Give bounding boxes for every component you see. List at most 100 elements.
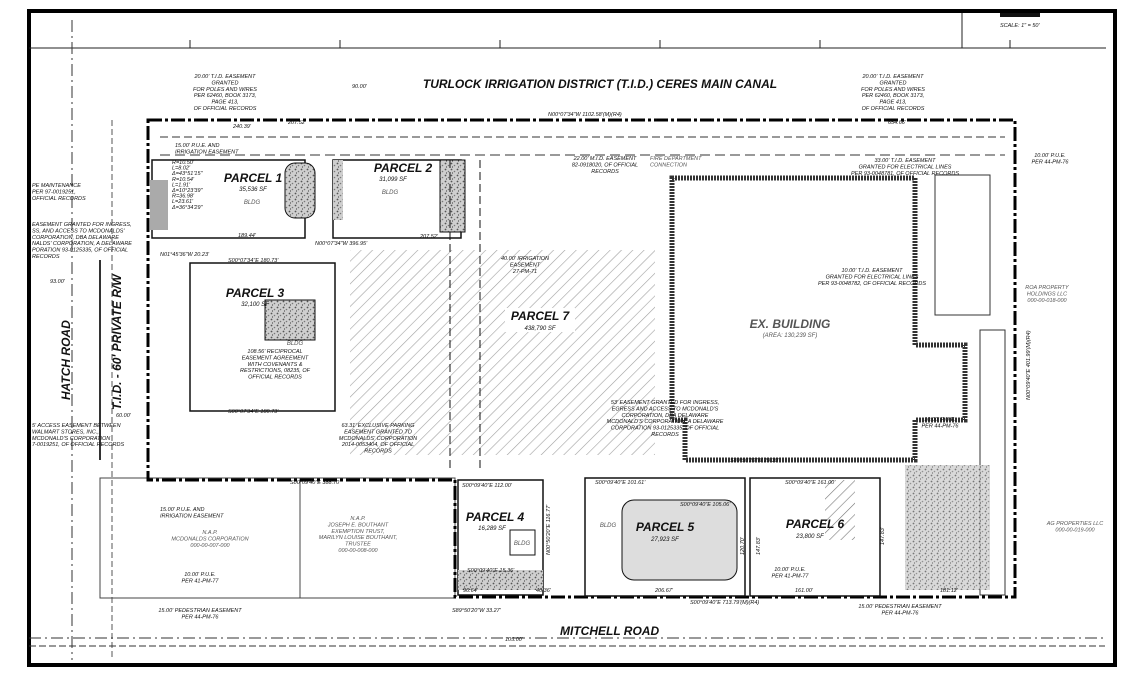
note-line: MCDONALDS' CORPORATION (339, 436, 417, 442)
note-line: RECORDS (651, 432, 679, 438)
note-line: EASEMENT AGREEMENT (242, 355, 309, 361)
note-line: MCDONALD'S CORPORATION, A DELAWARE (607, 419, 724, 425)
hatch-road-label: HATCH ROAD (59, 320, 73, 400)
canal-title: TURLOCK IRRIGATION DISTRICT (T.I.D.) CER… (423, 77, 777, 91)
svg-text:PARCEL 5: PARCEL 5 (636, 520, 695, 534)
note-line: CONNECTION (650, 162, 687, 168)
scale-bar (1000, 13, 1040, 17)
svg-text:BLDG: BLDG (600, 523, 617, 529)
note-line: FOR POLES AND WIRES (861, 87, 925, 93)
svg-text:PARCEL 2: PARCEL 2 (374, 161, 433, 175)
svg-text:N00°07'34"W 1102.58'(M)(R4): N00°07'34"W 1102.58'(M)(R4) (548, 112, 622, 118)
note-line: 20.00' T.I.D. EASEMENT (861, 74, 924, 80)
parcel-4-landscape (458, 570, 543, 590)
svg-text:PARCEL 7: PARCEL 7 (511, 309, 571, 323)
se-landscape (905, 465, 990, 590)
note-line: 22.00' M.I.D. EASEMENT (573, 156, 637, 162)
canal-ticks (189, 13, 1011, 48)
note-line: PER 93-0048782, OF OFFICIAL RECORDS (818, 281, 926, 287)
note-line: CORPORATION, DBA DELAWARE (622, 413, 709, 419)
svg-text:N00°07'34"W 396.95': N00°07'34"W 396.95' (315, 241, 368, 247)
note-pue-east: 10.00' P.U.E.PER 44-PM-76 (922, 417, 960, 429)
note-line: OF OFFICIAL RECORDS (862, 106, 925, 112)
note-line: FIRE DEPARTMENT (650, 156, 702, 162)
note-line: 000-00-007-000 (190, 543, 230, 549)
note-line: GRANTED (212, 80, 239, 86)
note-line: L=23.61' (172, 199, 194, 205)
svg-text:207.52': 207.52' (419, 234, 439, 240)
note-line: CORPORATION 93-0125335, OF OFFICIAL (611, 426, 719, 432)
note-line: GRANTED FOR ELECTRICAL LINES (826, 274, 919, 280)
note-line: EASEMENT (510, 262, 541, 268)
note-line: 10.00' P.U.E. (1034, 153, 1066, 159)
svg-text:654.66': 654.66' (888, 120, 907, 126)
parcel-1-label: PARCEL 1 35,536 SF BLDG (224, 171, 283, 206)
note-line: 40.00' IRRIGATION (501, 256, 549, 262)
note-line: MARILYN LOUISE BOUTHANT, (319, 535, 397, 541)
note-line: 15.00' P.U.E. AND (175, 143, 219, 149)
note-line: 10.00' P.U.E. (184, 572, 216, 578)
svg-text:120.70': 120.70' (740, 536, 746, 555)
note-line: 2014-0053404, OF OFFICIAL (341, 442, 414, 448)
note-line: EASEMENT GRANTED TO (344, 429, 412, 435)
svg-text:189.44': 189.44' (238, 233, 257, 239)
ex-building (669, 175, 968, 463)
svg-text:S00°09'40"E 713.79'(M)(R4): S00°09'40"E 713.79'(M)(R4) (690, 600, 759, 606)
svg-text:96.64': 96.64' (463, 588, 479, 594)
parcel-4-bldg (509, 529, 536, 556)
note-line: PER 44-PM-76 (182, 614, 220, 620)
note-line: 15.00' PEDESTRIAN EASEMENT (858, 604, 942, 610)
note-line: 15.00' PEDESTRIAN EASEMENT (158, 608, 242, 614)
parcel-6-hatch (825, 480, 855, 540)
svg-text:PARCEL 3: PARCEL 3 (226, 286, 285, 300)
note-line: 63.31' EXCLUSIVE PARKING (341, 423, 415, 429)
parcel-2-label: PARCEL 2 31,099 SF BLDG (374, 161, 433, 196)
note-line: PER 41-PM-77 (772, 573, 810, 579)
note-line: GRANTED FOR ELECTRICAL LINES (859, 164, 952, 170)
mitchell-road-label: MITCHELL ROAD (560, 624, 659, 638)
svg-text:35,536 SF: 35,536 SF (239, 187, 267, 193)
svg-text:S00°09'40"E 161.00': S00°09'40"E 161.00' (785, 480, 836, 486)
note-line: GRANTED (880, 80, 907, 86)
svg-text:105.00': 105.00' (505, 637, 524, 643)
svg-text:240.39': 240.39' (232, 124, 252, 130)
parcel-2-landscape (333, 160, 343, 220)
property-boundary (146, 118, 1017, 599)
note-line: IRRIGATION EASEMENT (175, 149, 239, 155)
note-line: PER 44-PM-76 (1032, 159, 1070, 165)
note-line: OFFICIAL RECORDS (248, 375, 302, 381)
note-pue-parcel-6: 10.00' P.U.E.PER 41-PM-77 (772, 567, 810, 579)
note-line: MCDONALD'S CORPORATION (32, 436, 110, 442)
east-drive (979, 329, 1006, 596)
note-pue-sw: 10.00' P.U.E.PER 41-PM-77 (182, 572, 220, 584)
parcel-5-label: PARCEL 5 27,923 SF BLDG (600, 520, 695, 543)
note-line: NALDS' CORPORATION, A DELAWARE (32, 241, 132, 247)
note-line: MCDONALDS CORPORATION (171, 536, 248, 542)
note-line: PER 93-0048781, OF OFFICIAL RECORDS (851, 171, 959, 177)
parcel-4-label: PARCEL 4 16,289 SF BLDG (466, 510, 531, 547)
svg-text:S00°07'34"E 180.73': S00°07'34"E 180.73' (228, 258, 279, 264)
note-line: AG PROPERTIES LLC (1046, 521, 1103, 527)
parcel-5-drive (621, 499, 738, 581)
parcel-6-outline (749, 477, 881, 597)
note-line: R=10.54' (172, 177, 195, 183)
note-line: PER 44-PM-76 (922, 423, 960, 429)
svg-text:60.00': 60.00' (116, 413, 132, 419)
note-line: PER 62460, BOOK 3173, (194, 93, 256, 99)
note-line: TRUSTEE (345, 542, 371, 548)
note-line: PE MAINTENANCE (32, 183, 81, 189)
svg-text:438,790 SF: 438,790 SF (524, 326, 555, 332)
ex-building-label: EX. BUILDING (AREA: 130,239 SF) (750, 317, 831, 339)
parcel-1-landscape (284, 162, 316, 219)
svg-text:EX. BUILDING: EX. BUILDING (750, 317, 831, 331)
